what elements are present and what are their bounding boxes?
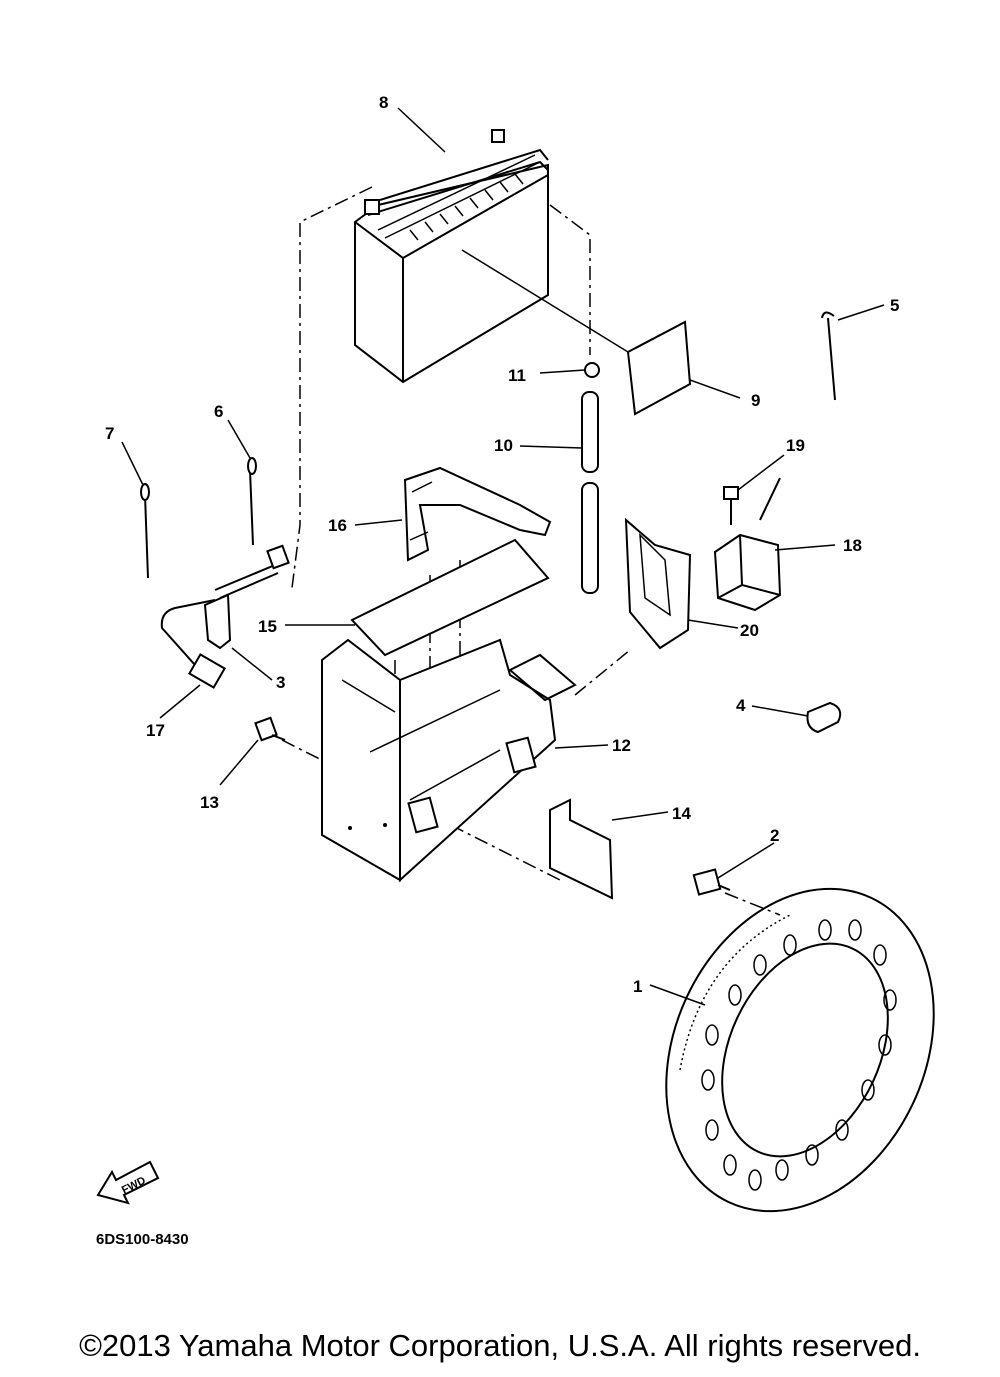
disc-bolt[interactable] bbox=[692, 868, 731, 896]
callout-7: 7 bbox=[105, 424, 114, 443]
battery[interactable] bbox=[354, 129, 629, 384]
callout-12: 12 bbox=[612, 736, 631, 755]
lead-holder[interactable] bbox=[203, 593, 232, 650]
callout-2: 2 bbox=[770, 826, 779, 845]
battery-band[interactable] bbox=[403, 466, 552, 562]
brake-disc[interactable] bbox=[616, 845, 985, 1255]
callout-13: 13 bbox=[200, 793, 219, 812]
fwd-arrow-icon: FWD bbox=[96, 1160, 160, 1205]
callout-8: 8 bbox=[379, 93, 388, 112]
cable-band-7[interactable] bbox=[140, 483, 150, 579]
callout-14: 14 bbox=[672, 804, 691, 823]
callout-1: 1 bbox=[633, 977, 642, 996]
relay-holder[interactable] bbox=[624, 517, 692, 650]
diagram-code: 6DS100-8430 bbox=[96, 1231, 189, 1248]
case-cover[interactable] bbox=[549, 798, 614, 900]
callout-6: 6 bbox=[214, 402, 223, 421]
relay-bolt[interactable] bbox=[723, 486, 739, 525]
starter-relay[interactable] bbox=[713, 477, 782, 612]
callout-10: 10 bbox=[494, 436, 513, 455]
callout-16: 16 bbox=[328, 516, 347, 535]
copyright-notice: ©2013 Yamaha Motor Corporation, U.S.A. A… bbox=[79, 1328, 921, 1363]
battery-pad[interactable] bbox=[626, 320, 692, 416]
callout-3: 3 bbox=[276, 673, 285, 692]
callout-11: 11 bbox=[508, 366, 526, 385]
case-bolt[interactable] bbox=[254, 716, 286, 742]
hose-clip[interactable] bbox=[584, 362, 600, 378]
callout-19: 19 bbox=[786, 436, 805, 455]
battery-case[interactable] bbox=[321, 638, 577, 883]
callout-20: 20 bbox=[740, 621, 759, 640]
battery-sheet[interactable] bbox=[350, 538, 550, 657]
callout-15: 15 bbox=[258, 617, 277, 636]
cable-band-6[interactable] bbox=[247, 457, 257, 546]
callout-4: 4 bbox=[736, 696, 746, 715]
wire-clip[interactable] bbox=[806, 701, 842, 734]
callout-18: 18 bbox=[843, 536, 862, 555]
callout-17: 17 bbox=[146, 721, 165, 740]
callout-9: 9 bbox=[751, 391, 760, 410]
callout-5: 5 bbox=[890, 296, 899, 315]
lead-wire[interactable] bbox=[160, 544, 290, 689]
leader-lines bbox=[121, 107, 885, 1006]
breather-hose[interactable] bbox=[581, 391, 599, 594]
cable-band-5[interactable] bbox=[821, 311, 836, 401]
